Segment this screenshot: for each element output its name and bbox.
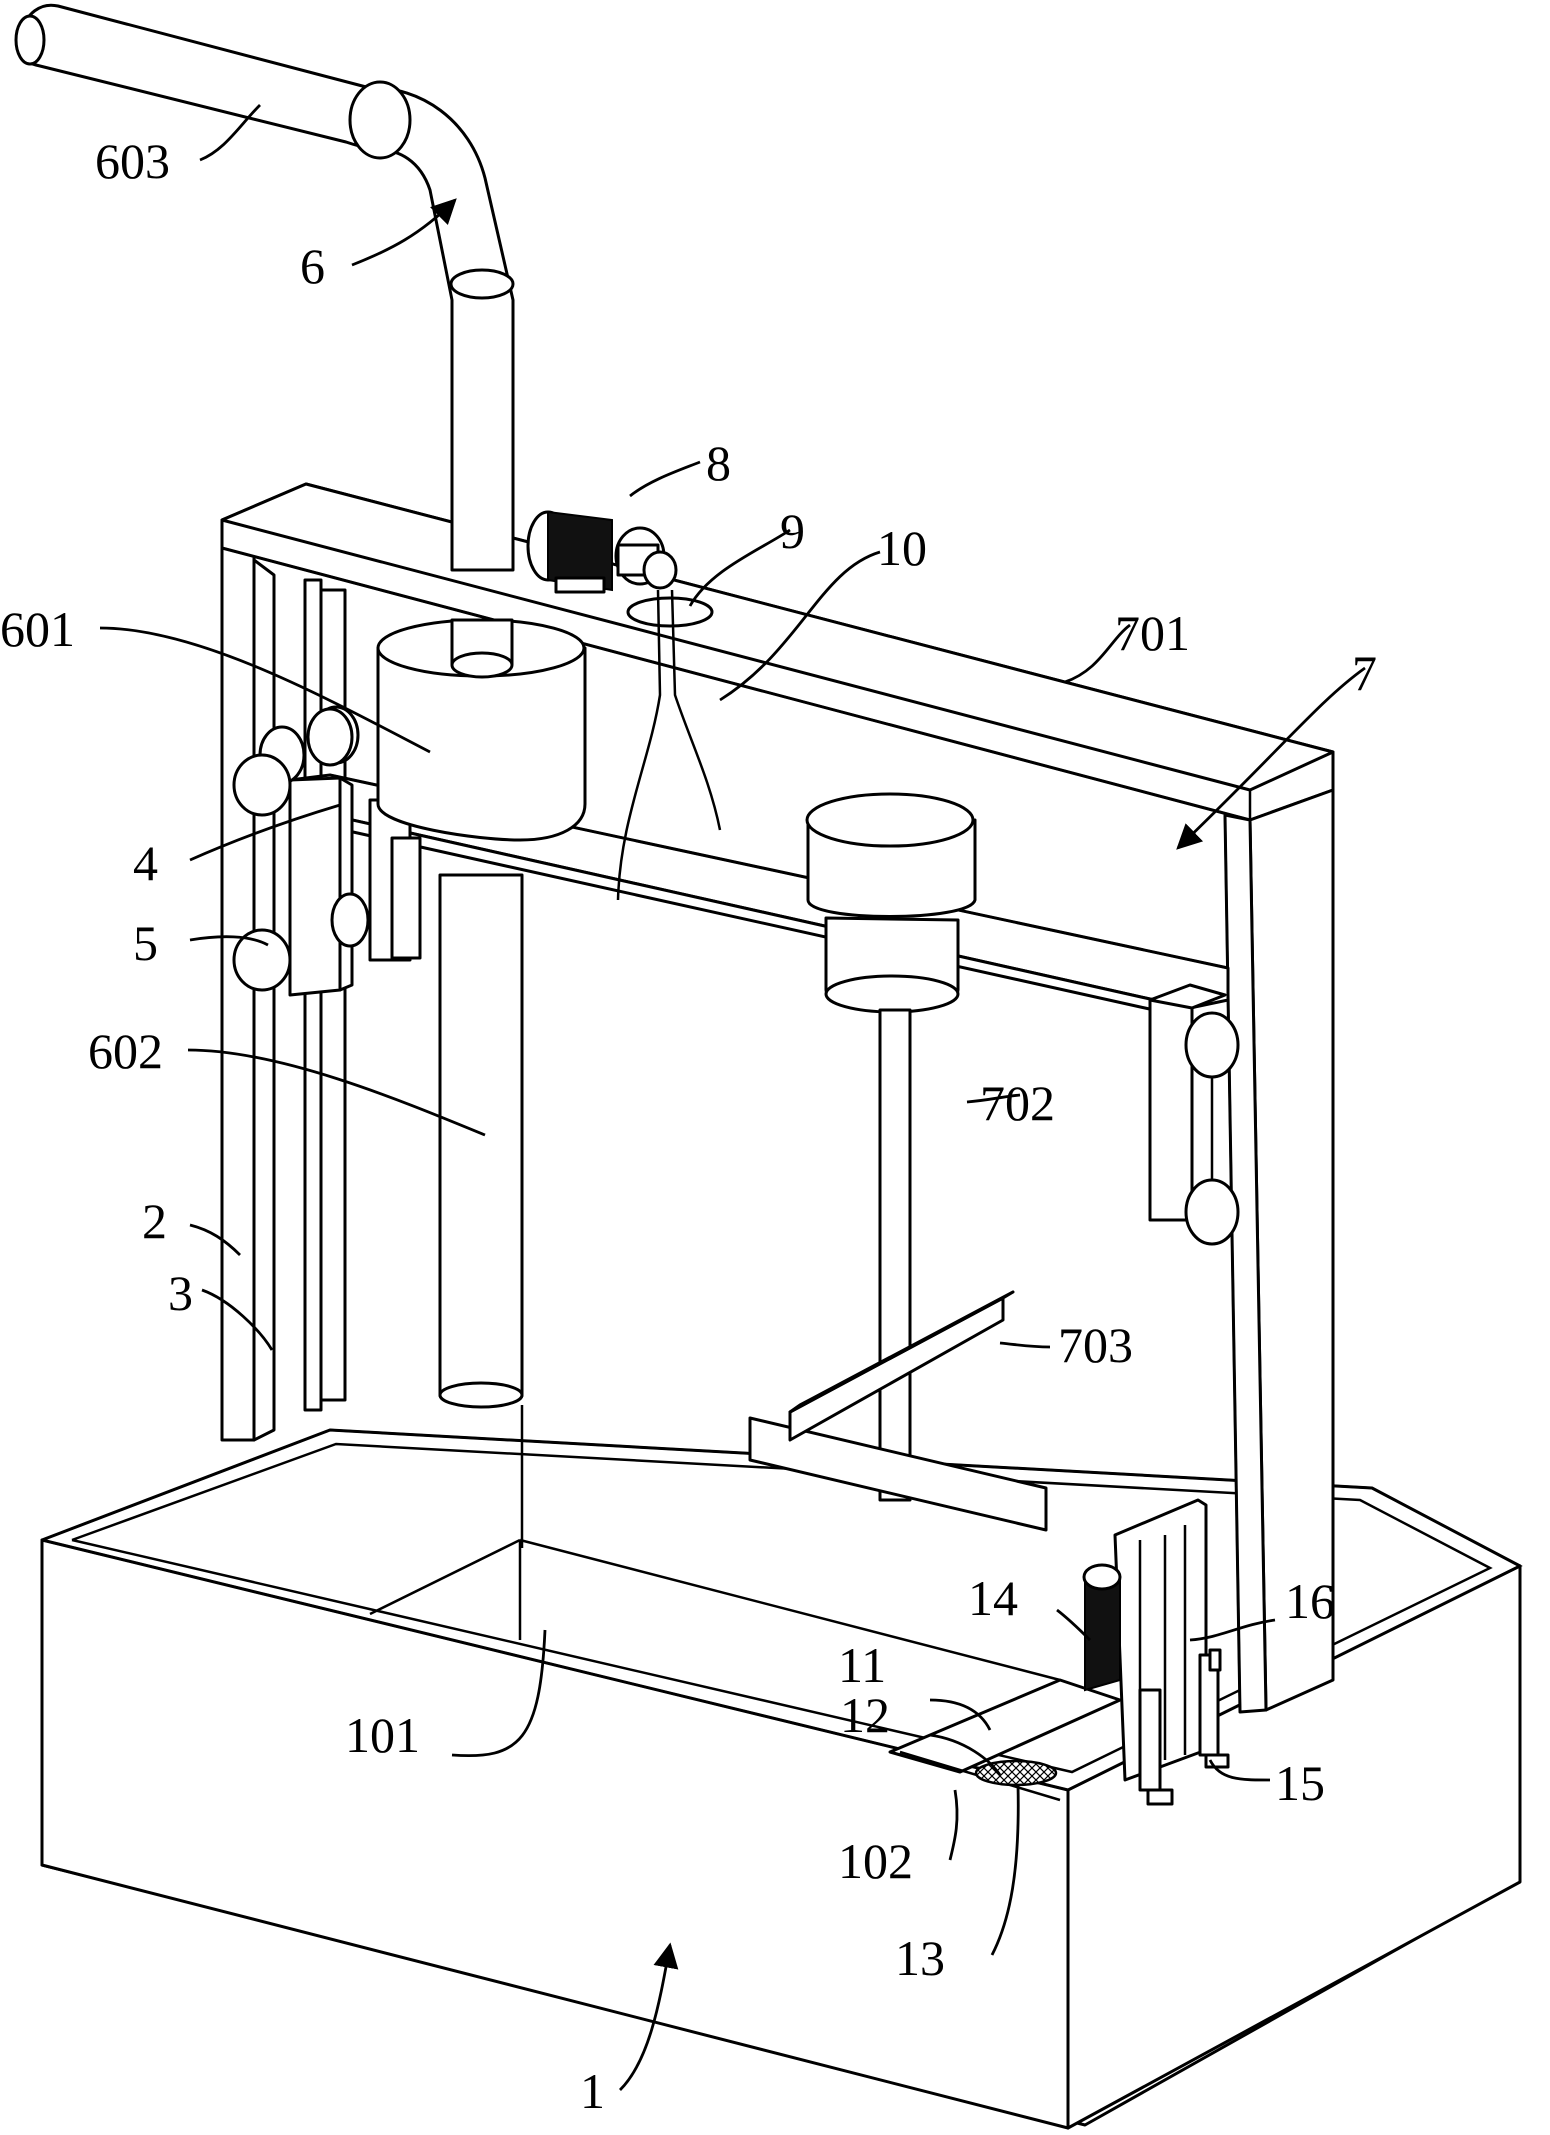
label-601: 601 — [0, 601, 75, 657]
stirrer-motor — [805, 792, 977, 1014]
label-602: 602 — [88, 1023, 163, 1079]
label-7: 7 — [1352, 645, 1377, 701]
label-701: 701 — [1115, 605, 1190, 661]
label-6: 6 — [300, 238, 325, 294]
label-16: 16 — [1285, 1573, 1335, 1629]
label-603: 603 — [95, 133, 170, 189]
label-101: 101 — [345, 1707, 420, 1763]
label-14: 14 — [968, 1570, 1018, 1626]
right-slider — [1148, 983, 1240, 1246]
left-rollers — [232, 705, 370, 992]
label-11: 11 — [838, 1637, 886, 1693]
label-10: 10 — [877, 520, 927, 576]
reference-numerals: 603 6 8 9 10 701 7 601 4 5 602 702 2 3 7… — [0, 133, 1377, 2119]
label-1: 1 — [580, 2063, 605, 2119]
label-8: 8 — [706, 435, 731, 491]
filter-screen — [974, 1759, 1058, 1787]
discharge-pipe — [14, 3, 515, 572]
stirrer-paddle — [748, 1290, 1048, 1532]
label-9: 9 — [780, 503, 805, 559]
label-102: 102 — [838, 1833, 913, 1889]
label-2: 2 — [142, 1193, 167, 1249]
side-mechanism — [1082, 1498, 1230, 1806]
label-4: 4 — [133, 835, 158, 891]
label-13: 13 — [895, 1930, 945, 1986]
label-703: 703 — [1058, 1317, 1133, 1373]
pump-head — [376, 618, 587, 842]
label-3: 3 — [168, 1265, 193, 1321]
motor — [526, 510, 678, 594]
stirrer-shaft — [878, 1008, 912, 1502]
label-5: 5 — [133, 915, 158, 971]
label-15: 15 — [1275, 1755, 1325, 1811]
label-702: 702 — [980, 1075, 1055, 1131]
label-12: 12 — [840, 1687, 890, 1743]
leader-lines — [99, 104, 1366, 2091]
pump-suction-pipe — [438, 873, 524, 1548]
left-slider — [288, 776, 422, 997]
